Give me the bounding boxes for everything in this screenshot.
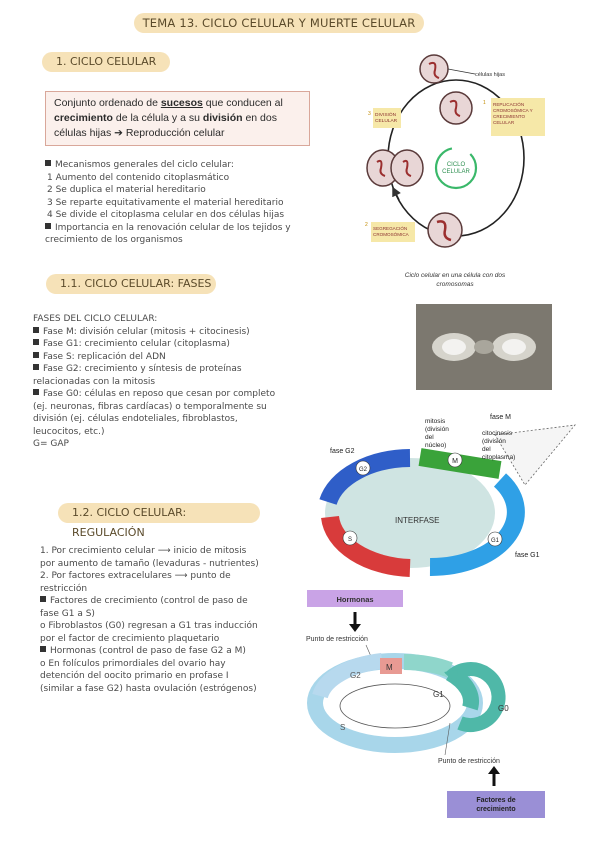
g1-label: G1 [491, 538, 500, 544]
importance-text: Importancia en la renovación celular de … [45, 222, 291, 246]
list-item: 4 Se divide el citoplasma celular en dos… [47, 210, 285, 220]
mechanisms-heading: Mecanismos generales del ciclo celular: [55, 160, 234, 170]
definition-text: en dos células hijas [54, 112, 277, 139]
gap-note: G= GAP [33, 439, 69, 449]
list-item: Fase G2: crecimiento y síntesis de prote… [33, 364, 242, 387]
bullet-icon [33, 351, 39, 358]
g1-arc [403, 654, 453, 678]
bullet-icon [33, 389, 39, 395]
up-arrow-head-icon [488, 766, 500, 774]
section-heading-regulacion: 1.2. CICLO CELULAR: REGULACIÓN [58, 503, 260, 539]
s-segment [321, 515, 411, 577]
m-label: M [386, 663, 393, 672]
g2-label: G2 [350, 671, 361, 680]
g0-loop [444, 662, 506, 732]
definition-keyword-division: división [202, 112, 243, 124]
list-item: Factores de crecimiento (control de paso… [40, 596, 248, 619]
definition-keyword-sucesos: sucesos [160, 97, 203, 109]
label-box-division [373, 108, 401, 128]
g2-label: G2 [359, 467, 368, 473]
list-item: 3 Se reparte equitativamente el material… [47, 197, 284, 208]
list-item: o En folículos primordiales del ovario h… [40, 658, 257, 694]
punto-restriccion-bottom: Punto de restricción [438, 758, 500, 765]
down-arrow-head-icon [349, 624, 361, 632]
fase-g1-label: fase G1 [515, 552, 540, 559]
s-label: S [348, 537, 352, 543]
regulation-diagram: Hormonas Punto de restricción G2 M G1 G0… [306, 590, 545, 818]
factores-box [447, 791, 545, 818]
label-box-replicacion [491, 98, 545, 136]
g1-segment [429, 473, 525, 577]
phases-list: FASES DEL CICLO CELULAR: Fase M: divisió… [33, 313, 278, 451]
definition-text: Conjunto ordenado de [54, 97, 161, 109]
step-number-2: 2 [365, 222, 368, 228]
bullet-icon [40, 596, 46, 602]
list-item: Fase S: replicación del ADN [43, 351, 166, 362]
definition-text: de la célula y a su [112, 112, 203, 124]
label-box-segregacion [371, 222, 415, 242]
list-item: 1. Por crecimiento celular ⟶ inicio de m… [40, 546, 259, 569]
hormonas-label: Hormonas [336, 595, 373, 604]
m-detail-wedge [494, 424, 576, 486]
bullet-icon [45, 222, 51, 229]
list-item: o Fibroblastos (G0) regresan a G1 tras i… [40, 621, 258, 644]
daughter-cell-icon [419, 54, 449, 84]
definition-keyword-crecimiento: crecimiento [54, 112, 113, 124]
definition-result: ➔ Reproducción celular [114, 127, 225, 139]
definition-text: que conducen al [202, 97, 283, 109]
segregating-cell-icon [427, 212, 463, 248]
step-number-3: 3 [368, 111, 371, 117]
g2-arc [312, 653, 384, 699]
list-item: 1 Aumento del contenido citoplasmático [47, 172, 230, 183]
g0-arrow-icon [444, 670, 458, 683]
inner-cycle-line [339, 683, 451, 729]
step-number-1: 1 [483, 100, 486, 106]
m-segment [380, 658, 402, 674]
m-label: M [452, 458, 458, 465]
micrograph-image [416, 304, 552, 390]
regulation-list: 1. Por crecimiento celular ⟶ inicio de m… [40, 545, 262, 695]
mechanisms-list: Mecanismos generales del ciclo celular: … [45, 159, 315, 247]
fase-g2-label: fase G2 [330, 448, 355, 455]
list-item: 2 Se duplica el material hereditario [47, 185, 206, 195]
fase-m-label: fase M [490, 414, 511, 421]
interfase-label: INTERFASE [395, 516, 439, 525]
diagram-caption: Ciclo celular en una célula con dos crom… [404, 272, 506, 288]
phases-intro: FASES DEL CICLO CELULAR: [33, 314, 158, 324]
bullet-icon [33, 339, 39, 345]
dividing-cell-icon [366, 149, 424, 187]
interfase-center [325, 458, 495, 568]
page-title: TEMA 13. CICLO CELULAR Y MUERTE CELULAR [134, 13, 424, 33]
section-heading-fases: 1.1. CICLO CELULAR: FASES [46, 274, 216, 294]
list-item: Fase M: división celular (mitosis + cito… [43, 326, 250, 337]
g1-label: G1 [433, 690, 444, 699]
definition-box: Conjunto ordenado de sucesos que conduce… [45, 91, 310, 146]
label-celulas-hijas: células hijas [475, 72, 505, 78]
replicating-cell-icon [439, 91, 473, 125]
bullet-icon [45, 160, 51, 166]
punto-restriccion-top: Punto de restricción [306, 636, 368, 643]
g0-label: G0 [498, 704, 509, 713]
bullet-icon [40, 646, 46, 652]
bullet-icon [33, 326, 39, 333]
phases-ring-diagram: M G2 S G1 INTERFASE fase M mitosis(divis… [319, 414, 576, 577]
list-item: Hormonas (control de paso de fase G2 a M… [50, 646, 246, 656]
s-label: S [340, 723, 345, 732]
list-item: 2. Por factores extracelulares ⟶ punto d… [40, 571, 231, 594]
list-item: Fase G0: células en reposo que cesan por… [33, 389, 276, 437]
bullet-icon [33, 364, 39, 370]
section-heading-ciclo-celular: 1. CICLO CELULAR [42, 52, 170, 72]
hormonas-box [307, 590, 403, 607]
list-item: Fase G1: crecimiento celular (citoplasma… [43, 339, 230, 349]
